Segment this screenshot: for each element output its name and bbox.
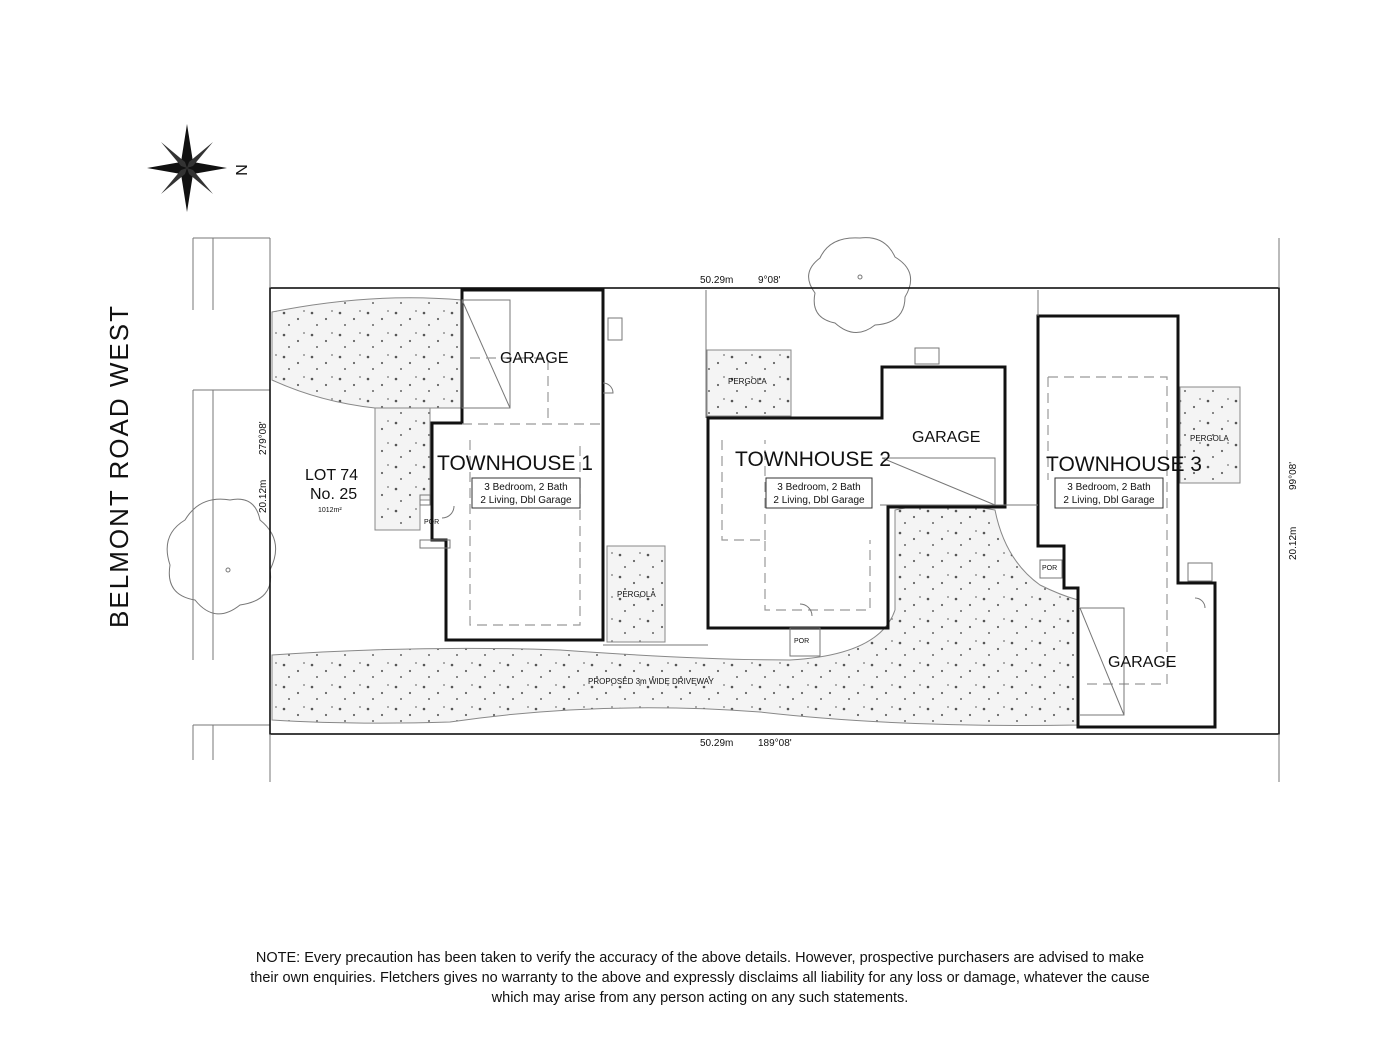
road-name: BELMONT ROAD WEST xyxy=(104,304,134,628)
porch-label: POR xyxy=(1042,565,1057,572)
lot-area: 1012m² xyxy=(318,507,342,514)
townhouse-1: GARAGE TOWNHOUSE 1 3 Bedroom, 2 Bath 2 L… xyxy=(419,288,666,643)
porch-label: POR xyxy=(424,519,439,526)
townhouse-2: GARAGE TOWNHOUSE 2 3 Bedroom, 2 Bath 2 L… xyxy=(706,347,1007,657)
bottom-bearing: 189°08' xyxy=(758,738,792,749)
compass-rose-icon xyxy=(147,124,227,212)
top-bearing: 9°08' xyxy=(758,275,781,286)
pergola-label: PERGOLA xyxy=(617,590,656,599)
townhouse-title: TOWNHOUSE 2 xyxy=(735,448,891,471)
townhouse-title: TOWNHOUSE 3 xyxy=(1046,453,1202,476)
front-paving xyxy=(271,297,463,409)
tree-icon xyxy=(166,498,277,615)
disclaimer-note: NOTE: Every precaution has been taken to… xyxy=(250,950,1150,1006)
bottom-length: 50.29m xyxy=(700,738,733,749)
townhouse-3: GARAGE TOWNHOUSE 3 3 Bedroom, 2 Bath 2 L… xyxy=(1036,290,1241,729)
lot-boundary xyxy=(269,287,1280,735)
pergola-label: PERGOLA xyxy=(728,377,767,386)
north-label: N xyxy=(234,164,251,176)
driveway-paving xyxy=(271,504,1079,726)
townhouse-spec-2: 2 Living, Dbl Garage xyxy=(1063,495,1155,506)
townhouse-spec-2: 2 Living, Dbl Garage xyxy=(480,495,572,506)
pergola-label: PERGOLA xyxy=(1190,434,1229,443)
townhouse-spec-1: 3 Bedroom, 2 Bath xyxy=(777,482,860,493)
townhouse-spec-2: 2 Living, Dbl Garage xyxy=(773,495,865,506)
left-bearing: 279°08' xyxy=(258,421,269,455)
lot-name: LOT 74 xyxy=(305,467,358,484)
porch-label: POR xyxy=(794,638,809,645)
driveway-label: PROPOSED 3m WIDE DRIVEWAY xyxy=(588,677,714,686)
townhouse-spec-1: 3 Bedroom, 2 Bath xyxy=(1067,482,1150,493)
left-length: 20.12m xyxy=(258,480,269,513)
garage-label: GARAGE xyxy=(1108,654,1176,671)
right-length: 20.12m xyxy=(1288,527,1299,560)
road-kerb-lines xyxy=(192,237,270,760)
top-length: 50.29m xyxy=(700,275,733,286)
townhouse-title: TOWNHOUSE 1 xyxy=(437,452,593,475)
townhouse-spec-1: 3 Bedroom, 2 Bath xyxy=(484,482,567,493)
path-paving xyxy=(374,407,431,531)
garage-label: GARAGE xyxy=(500,350,568,367)
right-bearing: 99°08' xyxy=(1288,462,1299,490)
lot-number: No. 25 xyxy=(310,486,357,503)
tree-icon xyxy=(808,237,912,333)
garage-label: GARAGE xyxy=(912,429,980,446)
